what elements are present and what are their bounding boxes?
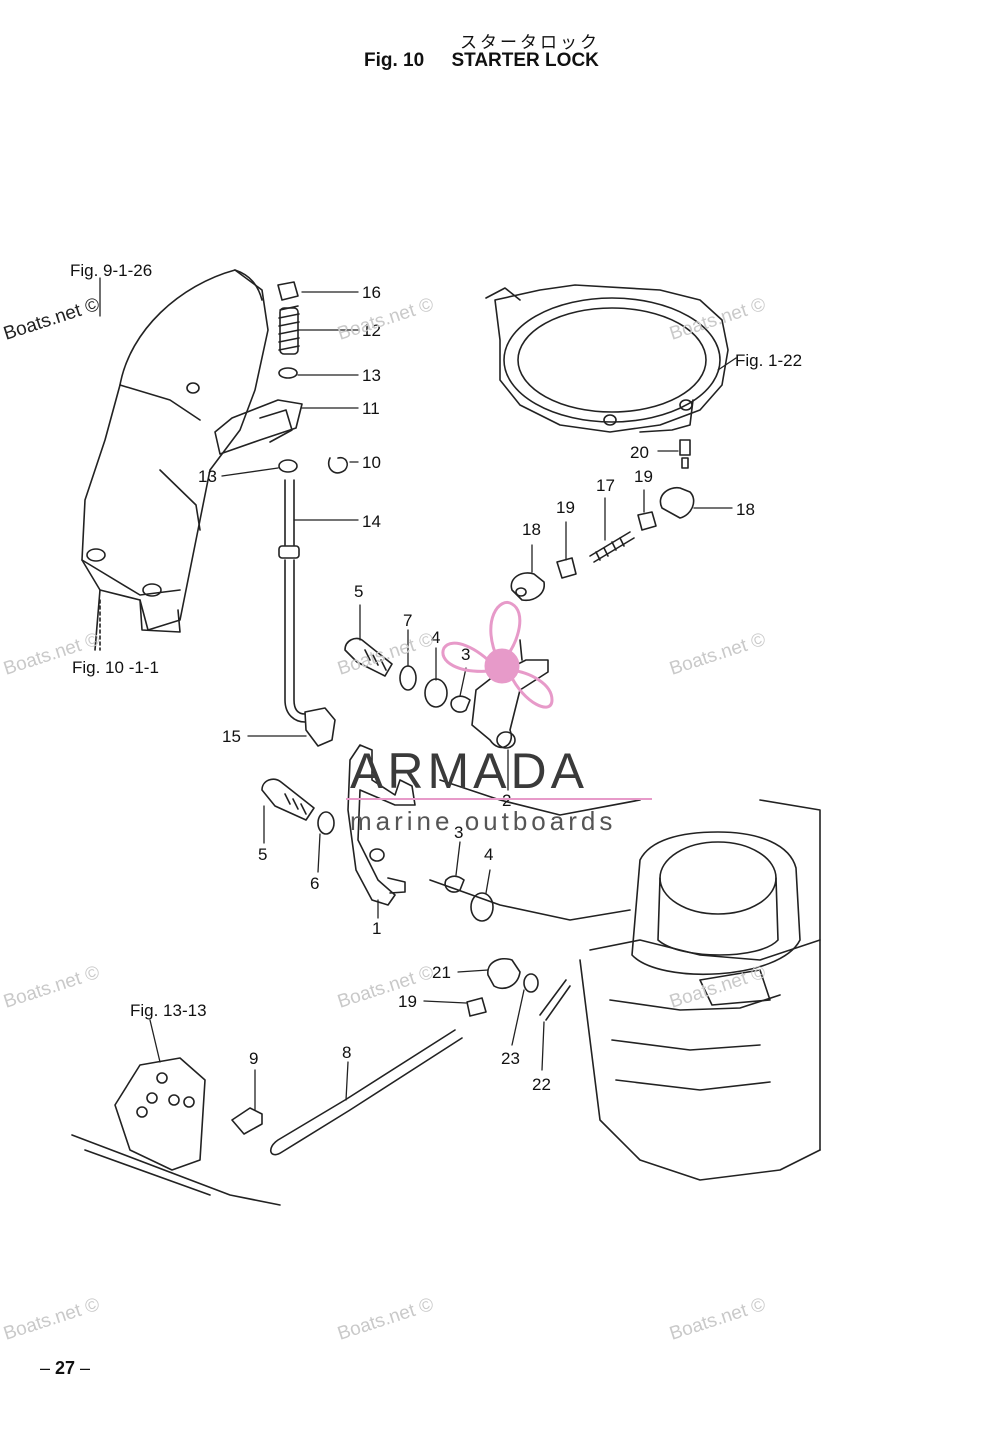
part-16-nut — [277, 281, 299, 301]
callout-label: 7 — [403, 611, 412, 630]
armada-propeller-logo — [441, 601, 554, 709]
callout-label: 20 — [630, 443, 649, 462]
part-7-washer — [399, 665, 417, 691]
callout-label: 4 — [484, 845, 493, 864]
callout-labels: 16 12 13 11 10 13 14 20 19 17 18 19 18 5… — [198, 283, 755, 1094]
callout-label: 3 — [461, 645, 470, 664]
callout-label: 6 — [310, 874, 319, 893]
part-18-rod-end-left — [510, 572, 545, 602]
part-6-washer — [317, 811, 335, 835]
part-4-bushing-upper — [424, 678, 448, 708]
armada-brand-watermark: ARMADA — [350, 743, 588, 799]
part-5-bolt-lower — [261, 778, 315, 821]
callout-label: 19 — [556, 498, 575, 517]
callout-label: 18 — [736, 500, 755, 519]
callout-label: 23 — [501, 1049, 520, 1068]
callout-leader-lines — [99, 277, 737, 1111]
callout-label: 13 — [198, 467, 217, 486]
callout-label: 9 — [249, 1049, 258, 1068]
site-watermark: Boats.net © — [667, 1294, 768, 1345]
callout-label: 16 — [362, 283, 381, 302]
site-watermark: Boats.net © — [667, 294, 768, 345]
engine-block — [429, 779, 821, 1181]
callout-label: 5 — [354, 582, 363, 601]
part-10-clip — [327, 456, 348, 474]
part-1-bracket — [347, 744, 416, 906]
callout-label: 22 — [532, 1075, 551, 1094]
callout-label: 3 — [454, 823, 463, 842]
figure-title: Fig. 10 STARTER LOCK — [364, 50, 599, 72]
recoil-starter-case — [485, 284, 729, 433]
part-9-clip — [231, 1107, 263, 1135]
part-8-link-rod — [270, 1029, 463, 1156]
armada-brand-underline — [346, 798, 652, 800]
reference-label: Fig. 10 -1-1 — [72, 658, 159, 677]
upper-bracket-housing — [81, 269, 269, 651]
site-watermark: Boats.net © — [335, 294, 436, 345]
page-number: 27 — [40, 1358, 90, 1379]
callout-label: 17 — [596, 476, 615, 495]
part-18-rod-end-right — [659, 486, 695, 519]
callout-label: 15 — [222, 727, 241, 746]
callout-label: 18 — [522, 520, 541, 539]
title-japanese: スタータロック — [460, 33, 600, 53]
part-19-nut-mid — [556, 557, 577, 579]
part-17-threaded-rod — [589, 531, 635, 563]
part-23-washer — [523, 973, 539, 993]
site-watermark: Boats.net © — [1, 294, 102, 345]
callout-label: 5 — [258, 845, 267, 864]
armada-tagline-watermark: marine outboards — [350, 806, 617, 836]
reference-label: Fig. 9-1-26 — [70, 261, 152, 280]
part-5-bolt-upper — [344, 637, 393, 677]
callout-label: 8 — [342, 1043, 351, 1062]
site-watermark: Boats.net © — [335, 629, 436, 680]
site-watermark: Boats.net © — [667, 629, 768, 680]
part-12-spring — [278, 305, 300, 355]
part-19-nut-lower — [466, 997, 487, 1017]
callout-label: 14 — [362, 512, 381, 531]
figure-title-text: STARTER LOCK — [451, 50, 599, 71]
part-14-rod — [284, 479, 295, 546]
part-13-washer-lower — [278, 459, 298, 473]
part-3-clip-lower — [444, 875, 465, 893]
callout-label: 12 — [362, 321, 381, 340]
site-watermark: Boats.net © — [335, 1294, 436, 1345]
part-19-nut-upper — [637, 511, 657, 531]
figure-references: Fig. 9-1-26 Fig. 10 -1-1 Fig. 1-22 Fig. … — [70, 261, 802, 1020]
lower-bracket-fig-13-13 — [71, 1057, 281, 1206]
callout-label: 13 — [362, 366, 381, 385]
part-21-link-end — [487, 958, 521, 990]
callout-label: 11 — [362, 399, 380, 418]
callout-label: 2 — [502, 791, 511, 810]
callout-label: 19 — [634, 467, 653, 486]
callout-label: 4 — [431, 628, 440, 647]
part-22-cotter-pin — [539, 979, 571, 1021]
reference-label: Fig. 1-22 — [735, 351, 802, 370]
callout-label: 21 — [432, 963, 451, 982]
reference-label: Fig. 13-13 — [130, 1001, 207, 1020]
part-11-lever — [214, 399, 303, 455]
site-watermark: Boats.net © — [335, 962, 436, 1013]
callout-label: 19 — [398, 992, 417, 1011]
part-15-joint — [304, 707, 336, 747]
site-watermark: Boats.net © — [1, 962, 102, 1013]
part-13-washer-upper — [278, 367, 298, 379]
part-2-lever — [471, 659, 549, 749]
part-3-clip-upper — [450, 695, 471, 713]
callout-label: 1 — [372, 919, 381, 938]
part-20-bolt — [679, 439, 691, 469]
part-4-bushing-lower — [470, 892, 494, 922]
callout-label: 10 — [362, 453, 381, 472]
site-watermark: Boats.net © — [1, 1294, 102, 1345]
figure-number: Fig. 10 — [364, 50, 425, 71]
